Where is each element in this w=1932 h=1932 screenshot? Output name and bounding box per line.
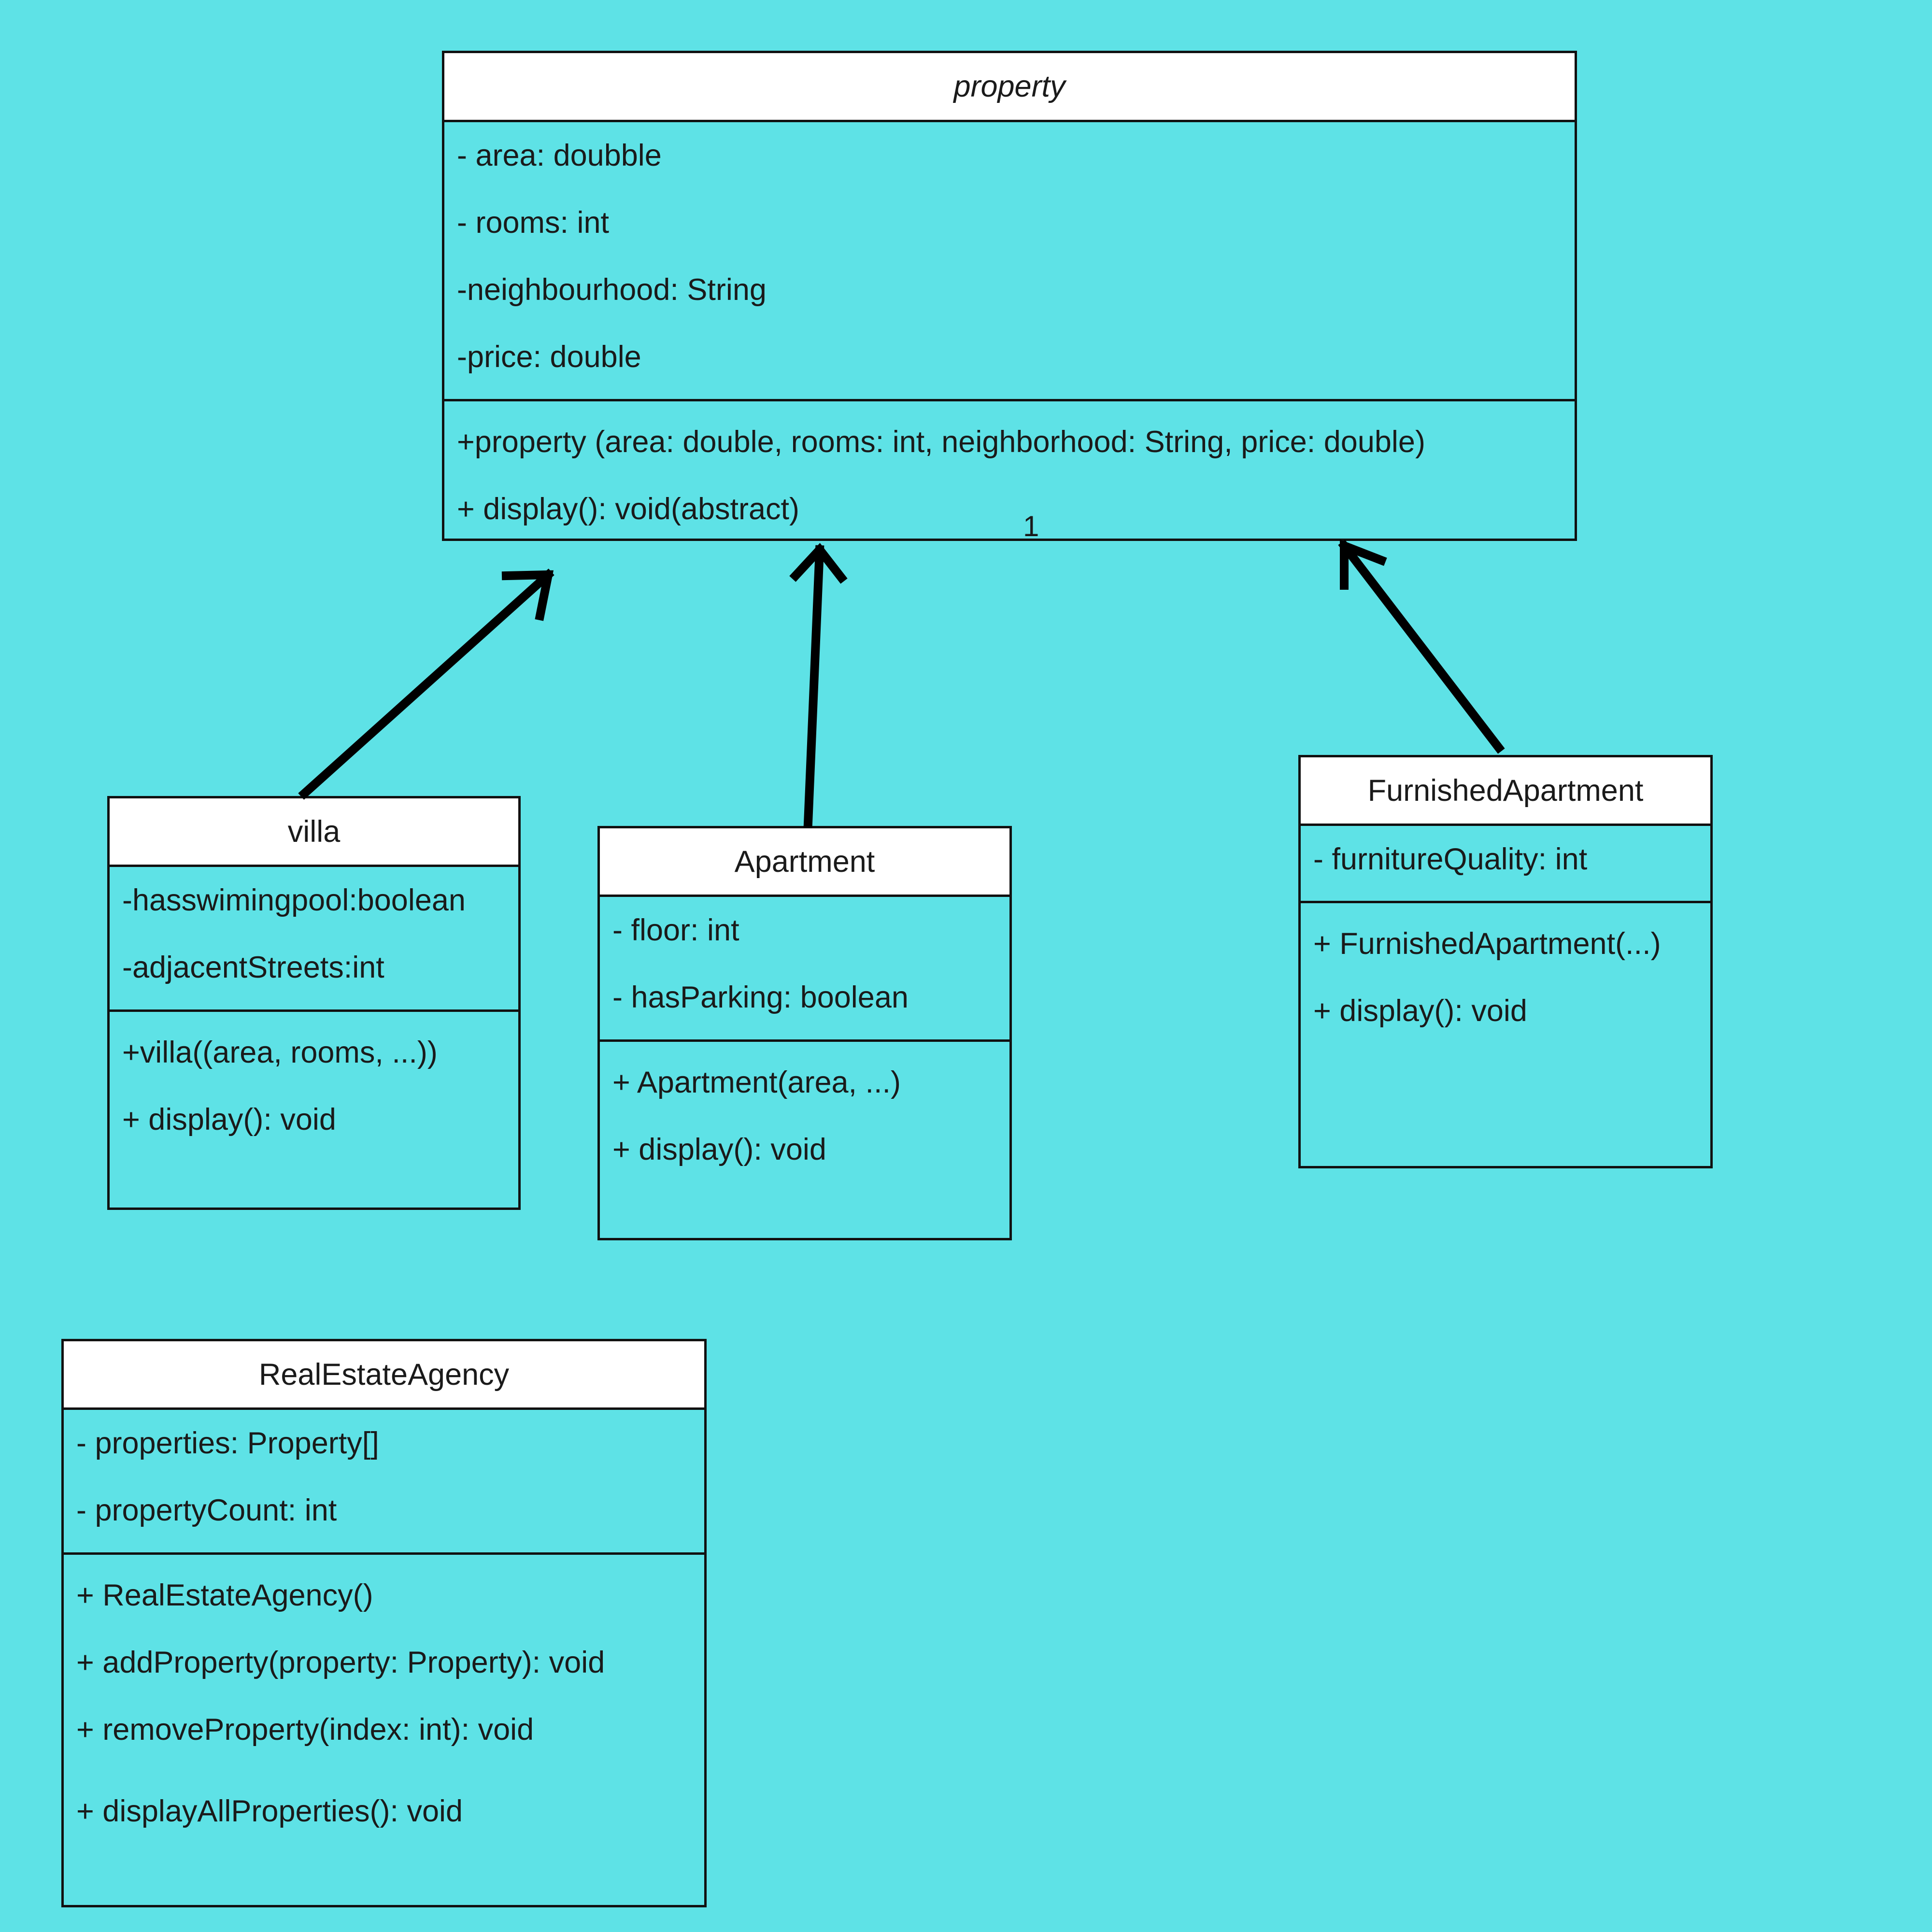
- attribute: -neighbourhood: String: [457, 273, 767, 307]
- class-apartment[interactable]: Apartment - floor: int - hasParking: boo…: [597, 826, 1012, 1240]
- attribute: - properties: Property[]: [76, 1426, 379, 1460]
- villa-to-property-arrow: [298, 568, 554, 800]
- attributes-compartment: - area: doubble - rooms: int -neighbourh…: [444, 122, 1575, 401]
- method: + display(): void: [1313, 994, 1527, 1028]
- class-name: FurnishedApartment: [1301, 757, 1710, 826]
- attribute: - area: doubble: [457, 139, 662, 172]
- methods-compartment: +property (area: double, rooms: int, nei…: [444, 401, 1575, 543]
- attributes-compartment: - properties: Property[] - propertyCount…: [64, 1410, 704, 1555]
- class-name: RealEstateAgency: [64, 1341, 704, 1410]
- methods-compartment: + FurnishedApartment(...) + display(): v…: [1301, 903, 1710, 1045]
- attribute: - furnitureQuality: int: [1313, 842, 1588, 876]
- attribute: - floor: int: [612, 913, 739, 947]
- method: + addProperty(property: Property): void: [76, 1646, 605, 1679]
- class-villa[interactable]: villa -hasswimingpool:boolean -adjacentS…: [107, 796, 521, 1210]
- method: +villa((area, rooms, ...)): [122, 1036, 438, 1069]
- class-name: Apartment: [600, 828, 1009, 897]
- class-furnished-apartment[interactable]: FurnishedApartment - furnitureQuality: i…: [1298, 755, 1713, 1168]
- class-real-estate-agency[interactable]: RealEstateAgency - properties: Property[…: [61, 1339, 707, 1907]
- method: + display(): void(abstract): [457, 492, 799, 526]
- method: + FurnishedApartment(...): [1313, 927, 1661, 961]
- attributes-compartment: - furnitureQuality: int: [1301, 826, 1710, 903]
- method: + display(): void: [612, 1133, 826, 1166]
- attributes-compartment: - floor: int - hasParking: boolean: [600, 897, 1009, 1042]
- attributes-compartment: -hasswimingpool:boolean -adjacentStreets…: [110, 867, 518, 1012]
- class-name: property: [444, 53, 1575, 122]
- attribute: - rooms: int: [457, 206, 610, 240]
- multiplicity-label: 1: [1023, 510, 1039, 542]
- method: +property (area: double, rooms: int, nei…: [457, 425, 1425, 459]
- method: + Apartment(area, ...): [612, 1065, 901, 1099]
- apartment-to-property-arrow: [789, 543, 848, 828]
- methods-compartment: +villa((area, rooms, ...)) + display(): …: [110, 1012, 518, 1153]
- method: + removeProperty(index: int): void: [76, 1713, 534, 1747]
- attribute: -price: double: [457, 340, 641, 374]
- attribute: - hasParking: boolean: [612, 980, 909, 1014]
- class-property[interactable]: property - area: doubble - rooms: int -n…: [442, 51, 1577, 541]
- method: + display(): void: [122, 1103, 336, 1136]
- method: + displayAllProperties(): void: [76, 1794, 463, 1828]
- method: + RealEstateAgency(): [76, 1578, 373, 1612]
- methods-compartment: + Apartment(area, ...) + display(): void: [600, 1042, 1009, 1183]
- class-name: villa: [110, 798, 518, 867]
- methods-compartment: + RealEstateAgency() + addProperty(prope…: [64, 1555, 704, 1845]
- attribute: -adjacentStreets:int: [122, 951, 384, 984]
- attribute: -hasswimingpool:boolean: [122, 883, 466, 917]
- attribute: - propertyCount: int: [76, 1493, 337, 1527]
- furnished-to-property-arrow: [1338, 539, 1505, 754]
